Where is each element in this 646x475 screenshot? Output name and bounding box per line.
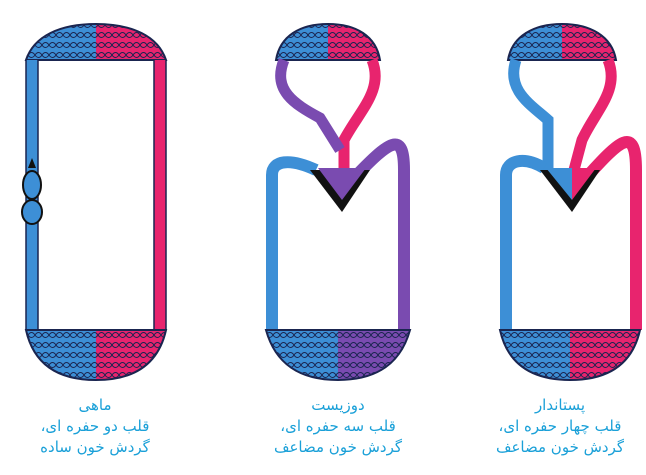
mammal-lower-capillary-bed (500, 330, 640, 380)
mammal-upper-capillary-bed (508, 24, 616, 60)
amphibian-caption: دوزیست قلب سه حفره ای، گردش خون مضاعف (253, 395, 423, 458)
mammal-caption: پستاندار قلب چهار حفره ای، گردش خون مضاع… (475, 395, 645, 458)
fish-upper-capillary-bed (26, 24, 166, 60)
mammal-circulation-label: گردش خون مضاعف (475, 437, 645, 458)
fish-heart-label: قلب دو حفره ای، (10, 416, 180, 437)
fish-heart (22, 158, 42, 224)
amphibian-systemic-vein (272, 162, 316, 330)
mammal-vena-cava (506, 161, 544, 330)
amphibian-title: دوزیست (253, 395, 423, 416)
amphibian-diagram (266, 24, 410, 380)
amphibian-circulation-label: گردش خون مضاعف (253, 437, 423, 458)
mammal-title: پستاندار (475, 395, 645, 416)
mammal-diagram (500, 24, 640, 380)
mammal-heart (540, 168, 600, 212)
fish-caption: ماهی قلب دو حفره ای، گردش خون ساده (10, 395, 180, 458)
amphibian-heart (310, 168, 370, 212)
amphibian-lower-capillary-bed (266, 330, 410, 380)
mammal-pulmonary-artery (514, 60, 548, 170)
amphibian-pulmonary-artery (281, 60, 340, 150)
amphibian-heart-label: قلب سه حفره ای، (253, 416, 423, 437)
fish-lower-capillary-bed (26, 330, 166, 380)
mammal-heart-label: قلب چهار حفره ای، (475, 416, 645, 437)
fish-title: ماهی (10, 395, 180, 416)
fish-diagram (22, 24, 166, 380)
amphibian-upper-capillary-bed (276, 24, 380, 60)
fish-circulation-label: گردش خون ساده (10, 437, 180, 458)
